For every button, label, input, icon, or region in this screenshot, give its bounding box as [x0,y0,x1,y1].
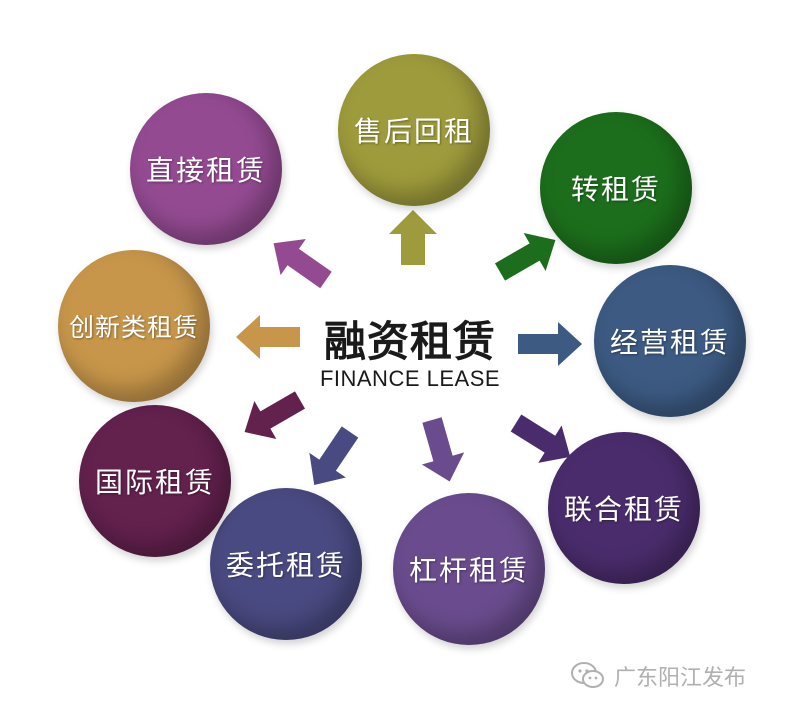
arrow-to-lianhe-zulin [510,414,571,463]
node-label: 联合租赁 [563,493,684,526]
arrow-to-shouhou-huizu [389,210,437,265]
node-label: 转租赁 [570,173,661,206]
node-weituo-zulin: 委托租赁 [210,488,362,640]
arrow-to-weituo-zulin [309,426,359,486]
watermark-text: 广东阳江发布 [614,666,747,691]
node-zhijie-zulin: 直接租赁 [130,93,282,245]
node-chuangxinlei-zulin: 创新类租赁 [58,250,210,402]
node-label: 创新类租赁 [68,313,199,342]
node-zhuan-zulin: 转租赁 [540,112,692,264]
node-jingying-zulin: 经营租赁 [594,265,746,417]
wechat-icon [570,661,606,691]
center-subtitle: FINANCE LEASE [319,366,501,391]
node-guoji-zulin: 国际租赁 [79,405,231,557]
center-title: 融资租赁 [323,317,496,366]
arrow-to-zhuan-zulin [495,232,556,281]
node-ganggan-zulin: 杠杆租赁 [393,493,545,645]
node-label: 委托租赁 [225,549,346,582]
node-label: 售后回租 [353,115,474,148]
node-label: 经营租赁 [609,326,730,359]
node-shouhou-huizu: 售后回租 [338,54,490,206]
arrow-to-chuangxinlei-zulin [236,315,300,359]
node-label: 杠杆租赁 [408,554,529,587]
arrow-to-ganggan-zulin [421,417,465,482]
arrow-to-guoji-zulin [244,391,305,440]
arrow-to-zhijie-zulin [273,239,332,289]
node-lianhe-zulin: 联合租赁 [548,432,700,584]
watermark: 广东阳江发布 [570,660,746,692]
node-label: 直接租赁 [145,154,266,187]
node-label: 国际租赁 [94,466,215,499]
arrow-to-jingying-zulin [518,322,582,366]
